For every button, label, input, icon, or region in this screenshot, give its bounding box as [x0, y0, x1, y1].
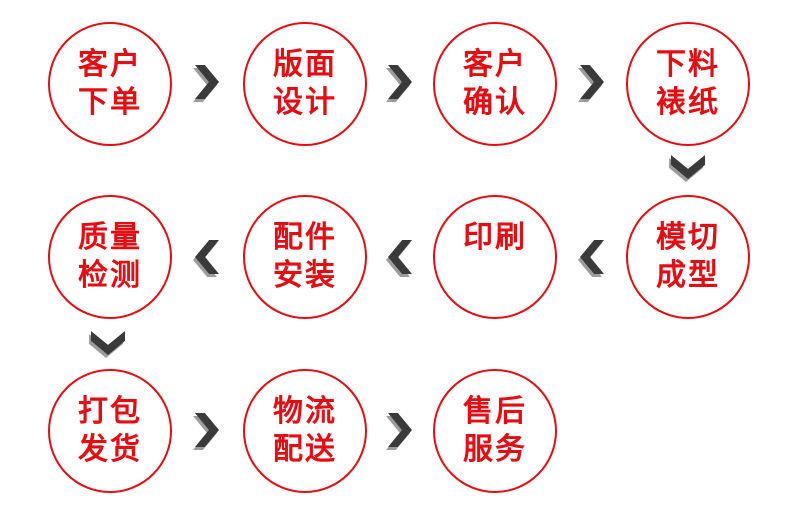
arrow-left-icon — [193, 240, 219, 277]
step-die-cutting-forming: 模切 成型 — [626, 195, 750, 319]
step-packing-shipping: 打包 发货 — [48, 369, 172, 493]
step-label-line: 成型 — [656, 259, 720, 292]
step-after-sales-service: 售后 服务 — [433, 369, 557, 493]
arrow-left-icon — [578, 240, 604, 277]
step-label-line: 安装 — [273, 259, 337, 292]
step-customer-confirm: 客户 确认 — [433, 22, 557, 146]
step-label-line: 模切 — [656, 221, 720, 254]
step-label-line: 售后 — [463, 395, 527, 428]
step-accessory-installation: 配件 安装 — [243, 195, 367, 319]
step-customer-order: 客户 下单 — [48, 22, 172, 146]
step-label-line: 下料 — [656, 48, 720, 81]
arrow-right-icon — [193, 65, 219, 102]
step-label-line: 配送 — [273, 433, 337, 466]
step-printing: 印刷 — [433, 195, 557, 319]
step-label-line: 质量 — [78, 221, 142, 254]
step-label-line: 发货 — [78, 433, 142, 466]
step-layout-design: 版面 设计 — [243, 22, 367, 146]
step-cutting-paper-mounting: 下料 裱纸 — [626, 22, 750, 146]
step-label-line: 客户 — [78, 48, 142, 81]
step-label-line: 检测 — [78, 259, 142, 292]
step-label-line: 服务 — [463, 433, 527, 466]
step-label-line: 打包 — [78, 395, 142, 428]
step-label-line: 物流 — [273, 395, 337, 428]
step-label-line: 裱纸 — [656, 86, 720, 119]
arrow-right-icon — [386, 413, 412, 450]
arrow-left-icon — [386, 240, 412, 277]
step-label-line: 设计 — [273, 86, 337, 119]
step-label-line: 版面 — [273, 48, 337, 81]
arrow-right-icon — [386, 65, 412, 102]
step-label-line: 印刷 — [463, 221, 527, 254]
step-logistics-delivery: 物流 配送 — [243, 369, 367, 493]
step-label-line: 确认 — [463, 86, 527, 119]
step-label-line: 客户 — [463, 48, 527, 81]
step-label-line: 配件 — [273, 221, 337, 254]
arrow-down-icon — [669, 155, 705, 182]
arrow-right-icon — [578, 65, 604, 102]
step-label-line: 下单 — [78, 86, 142, 119]
arrow-down-icon — [89, 331, 125, 358]
step-quality-inspection: 质量 检测 — [48, 195, 172, 319]
arrow-right-icon — [193, 413, 219, 450]
